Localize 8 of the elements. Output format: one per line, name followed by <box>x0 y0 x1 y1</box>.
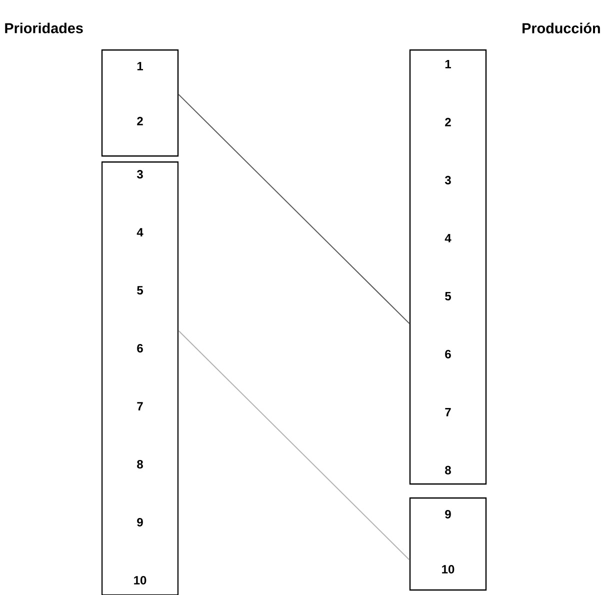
column-heading: Producción <box>522 22 600 34</box>
column-heading: Prioridades <box>5 22 83 34</box>
column-box: 3 4 5 6 7 8 9 10 <box>101 161 179 595</box>
column-box: 1 2 <box>101 49 179 157</box>
connector-line <box>178 330 410 560</box>
connector-line <box>178 94 410 324</box>
column-box: 1 2 3 4 5 6 7 8 <box>409 49 487 485</box>
column-box: 9 10 <box>409 497 487 591</box>
